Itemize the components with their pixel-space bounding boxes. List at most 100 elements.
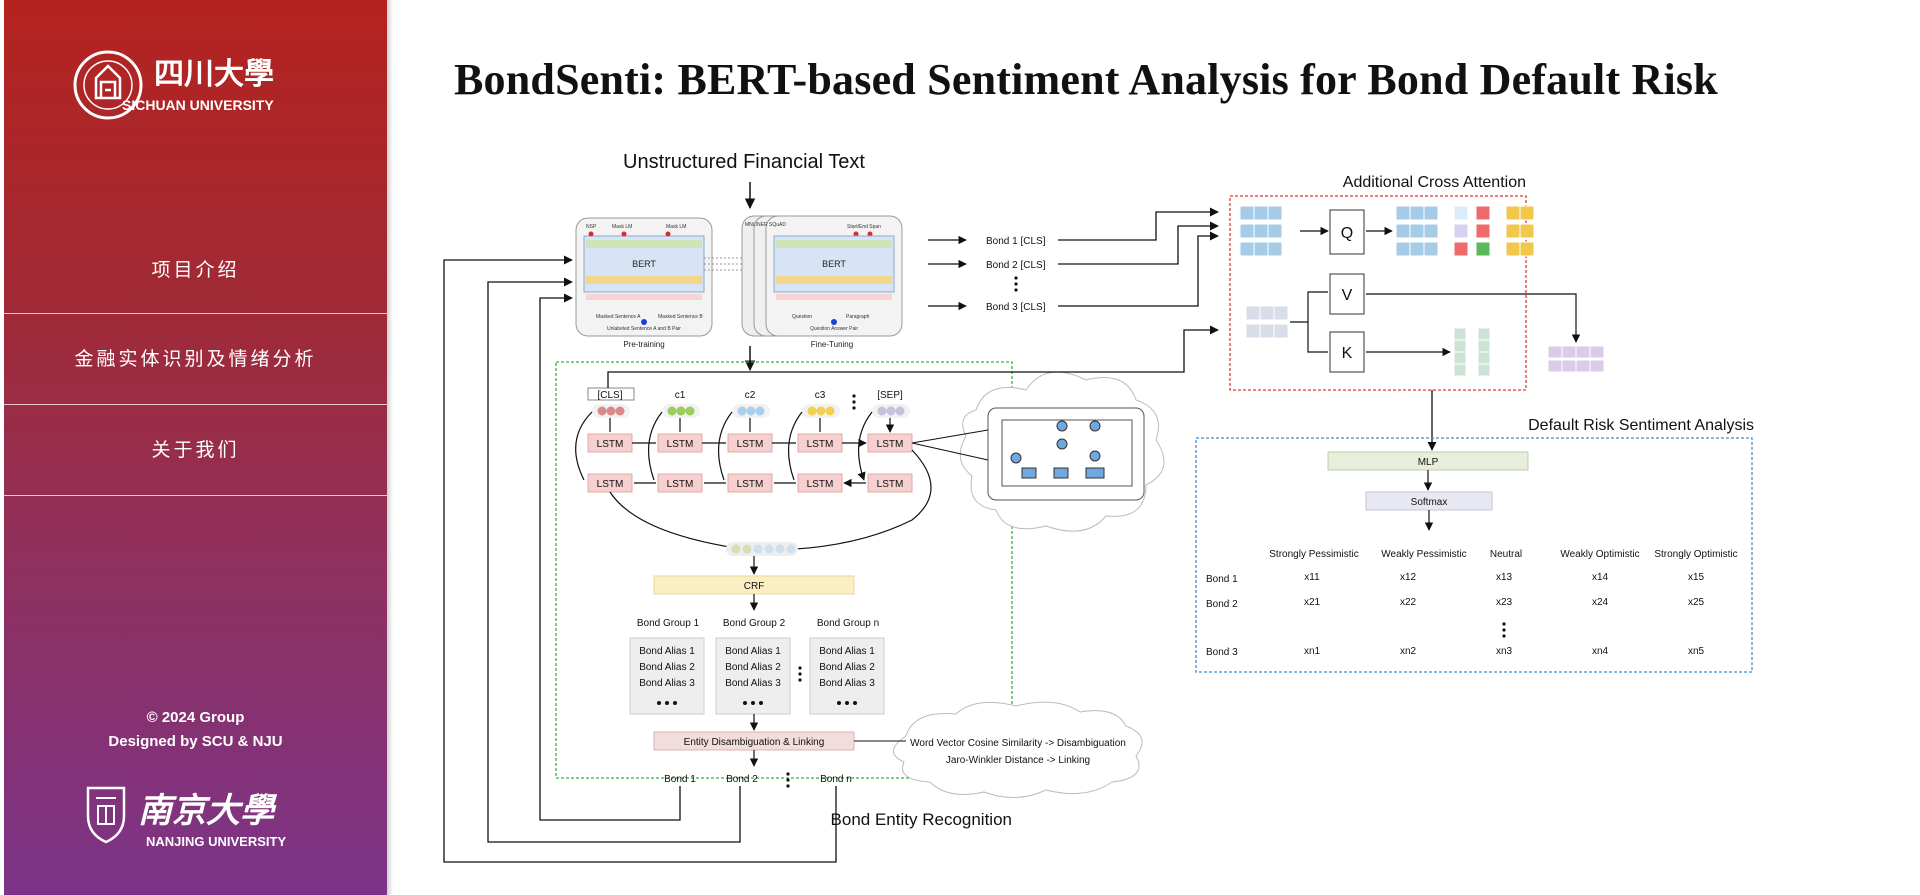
nav-item-project-intro[interactable]: 项目介绍 [4,225,387,314]
linking-cloud: Word Vector Cosine Similarity -> Disambi… [893,701,1143,799]
table-cell: x14 [1592,572,1609,583]
sentiment-box [1195,437,1753,673]
sidebar-nav: 项目介绍 金融实体识别及情绪分析 关于我们 [4,225,387,496]
table-cell: x13 [1496,572,1513,583]
fine-bottom-paragraph: Paragraph [846,314,870,320]
lstm-label: LSTM [597,479,624,490]
table-cell: xn3 [1496,646,1513,657]
table-cell: xn4 [1592,646,1609,657]
pre-bottom-a: Masked Sentence A [596,314,641,320]
lstm-label: LSTM [737,439,764,450]
bond-cls-3: Bond 3 [CLS] [986,302,1046,313]
token-embeddings [592,404,910,418]
feedback-bond2 [487,277,741,843]
linking-label: Entity Disambiguation & Linking [684,737,825,748]
table-cell: x15 [1688,572,1705,583]
designed-by-text: Designed by SCU & NJU [108,733,283,750]
architecture-diagram: Unstructured Financial Text BERT NSP Mas… [443,151,1754,863]
cross-attention-box [1229,195,1527,391]
group-name: Bond Group n [817,618,879,629]
token-label: c3 [815,390,826,401]
table-cell: xn2 [1400,646,1417,657]
col-header: Weakly Optimistic [1560,549,1639,560]
bert-label-pre: BERT [632,259,656,269]
alias-item: Bond Alias 2 [819,662,875,673]
pretrain-finetune-dash [704,257,743,271]
softmax-label: Softmax [1411,497,1448,508]
fine-bottom-question: Question [792,314,812,320]
bert-pretraining-panel: BERT NSP Mask LM Mask LM Masked Sentence… [575,217,713,337]
bert-label-fine: BERT [822,259,846,269]
fine-tab-mnli: MNLI [745,222,757,228]
nav-item-entity-sentiment[interactable]: 金融实体识别及情绪分析 [4,314,387,405]
mlp-label: MLP [1418,457,1439,468]
token-label: c2 [745,390,756,401]
fine-bottom-pair: Question Answer Pair [810,326,858,332]
lstm-label: LSTM [807,439,834,450]
nanjing-university-logo[interactable]: 南京大學 NANJING UNIVERSITY [84,780,324,852]
cls3-to-attn [1058,231,1219,307]
cls-token-box [587,387,635,401]
sidebar-footer: © 2024 Group Designed by SCU & NJU [4,706,387,754]
output-ellipsis [786,772,790,788]
alias-item: Bond Alias 3 [725,678,781,689]
fine-head-span: Start/End Span [847,224,881,230]
table-cell: xn1 [1304,646,1321,657]
cross-attention-contents: Q V K [1239,205,1605,377]
group-name: Bond Group 2 [723,618,786,629]
token-label: [SEP] [877,390,903,401]
col-header: Strongly Pessimistic [1269,549,1358,560]
table-cell: x22 [1400,597,1417,608]
lstm-backward-layer: LSTM LSTM LSTM LSTM LSTM [575,411,932,555]
row-label: Bond 3 [1206,647,1238,658]
nanjing-name-cn: 南京大學 [138,792,278,830]
cross-attention-title: Additional Cross Attention [1343,174,1526,191]
pre-bottom-b: Masked Sentence B [658,314,703,320]
table-cell: x11 [1304,572,1320,583]
fine-tab-ner: NER [757,222,768,228]
sichuan-university-logo[interactable]: 四川大學 SICHUAN UNIVERSITY [72,48,332,122]
sentiment-title: Default Risk Sentiment Analysis [1528,417,1754,434]
embed-to-lstm-arrows [609,418,890,432]
sidebar-shadow [387,0,393,895]
pretraining-caption: Pre-training [623,340,664,349]
col-header: Strongly Optimistic [1654,549,1737,560]
sentiment-table: Strongly Pessimistic Weakly Pessimistic … [1206,549,1738,658]
feedback-bond1 [539,293,681,821]
ner-title: Bond Entity Recognition [831,810,1012,829]
group-name: Bond Group 1 [637,618,700,629]
output-bond: Bond n [820,774,852,785]
alias-item: Bond Alias 2 [725,662,781,673]
lstm-label: LSTM [877,439,904,450]
cls-ellipsis [1014,276,1018,292]
pre-head-masklm-b: Mask LM [666,224,686,230]
nanjing-name-en: NANJING UNIVERSITY [146,834,286,849]
q-box-label: Q [1341,225,1353,242]
lstm-label: LSTM [877,479,904,490]
row-label: Bond 2 [1206,599,1238,610]
v-box-label: V [1342,287,1353,304]
alias-item: Bond Alias 1 [819,646,875,657]
lstm-label: LSTM [597,439,624,450]
table-cell: xn5 [1688,646,1705,657]
fine-tab-squad: SQuAD [769,222,786,228]
cls2-to-attn [1058,221,1219,265]
token-label: [CLS] [597,390,622,401]
sichuan-name-cn: 四川大學 [154,58,274,91]
bilstm-output-dots [731,544,796,554]
finetuning-caption: Fine-Tuning [811,340,853,349]
bond-cls-1: Bond 1 [CLS] [986,236,1046,247]
nav-item-about-us[interactable]: 关于我们 [4,405,387,496]
pre-bottom-pair: Unlabeled Sentence A and B Pair [607,326,681,332]
token-ellipsis [852,394,856,410]
pre-head-nsp: NSP [586,224,597,230]
output-bond: Bond 2 [726,774,758,785]
table-cell: x25 [1688,597,1705,608]
bond-cls-2: Bond 2 [CLS] [986,260,1046,271]
lstm-cell-cloud [911,371,1165,532]
output-bond: Bond 1 [664,774,696,785]
alias-ellipses [657,666,857,705]
input-label: Unstructured Financial Text [623,151,865,173]
k-box-label: K [1342,345,1353,362]
lstm-label: LSTM [667,479,694,490]
